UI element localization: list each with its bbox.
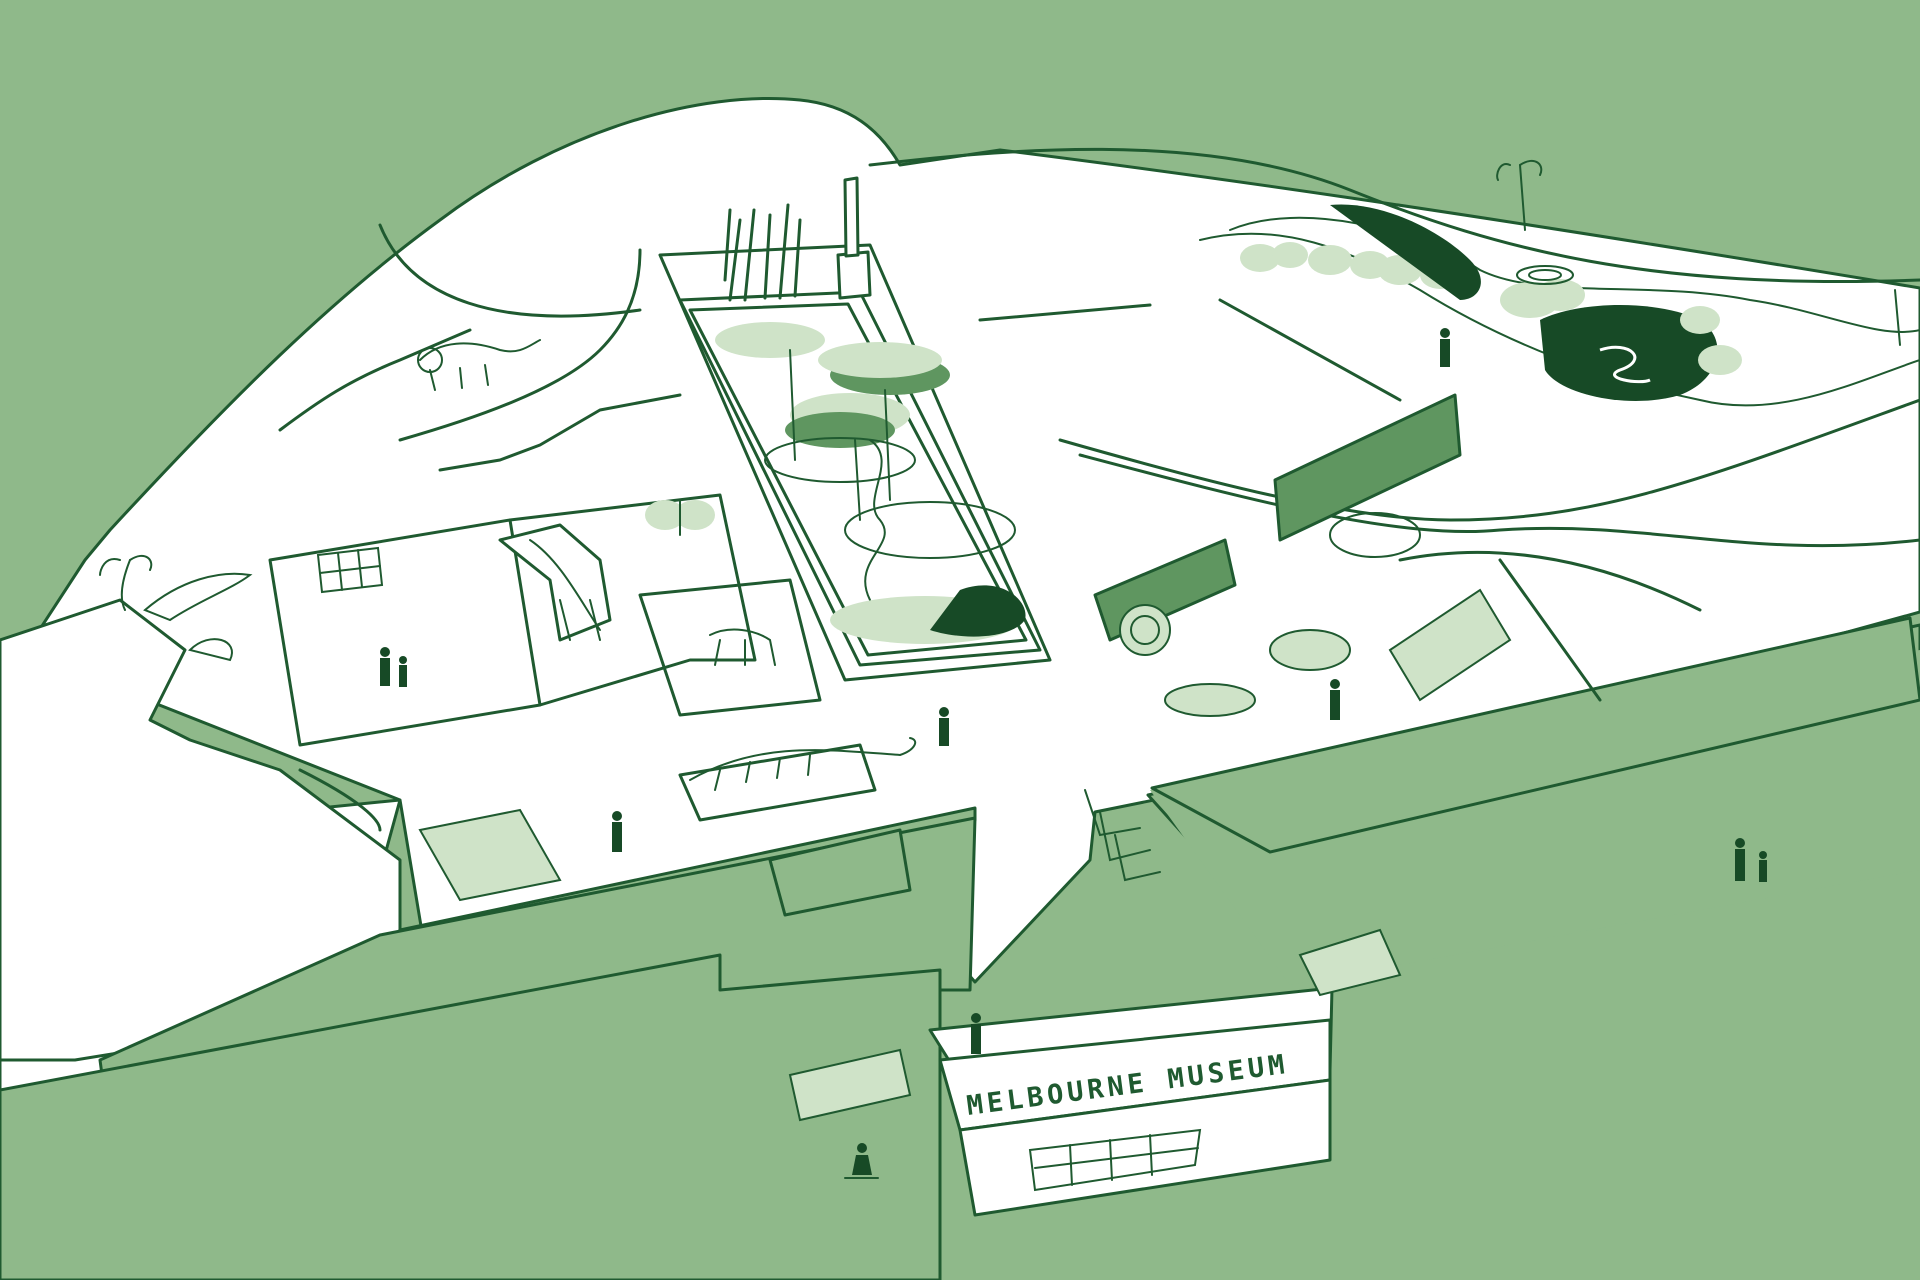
plesiosaur-skeleton-icon — [678, 737, 917, 822]
creek-rocks — [1240, 204, 1481, 300]
skateboarder-icon — [844, 1143, 879, 1179]
green-notch-centre — [768, 828, 912, 917]
pterosaur-icon — [143, 572, 253, 662]
triceratops-skeleton-icon — [417, 339, 541, 391]
palm-tree-icon — [99, 159, 1901, 611]
green-void-right — [1146, 616, 1920, 985]
dinosaur-galleries[interactable] — [268, 223, 822, 832]
ripple-icon — [1516, 265, 1574, 285]
rock-pool-icon — [830, 585, 1026, 644]
dinosaur-skeleton-icon — [498, 523, 612, 642]
butterfly-icon — [645, 499, 715, 536]
tree-canopy-icon — [715, 322, 950, 521]
grid-display-icon — [316, 546, 384, 594]
bamboo-poles — [723, 176, 872, 302]
arch-steps — [1084, 789, 1161, 882]
small-dinosaur-skeleton-icon — [709, 628, 776, 666]
pond-icon — [1500, 279, 1742, 401]
forest-gallery[interactable] — [658, 243, 1052, 682]
escalator-icon — [418, 588, 1512, 1122]
green-void-left-bottom — [0, 953, 942, 1280]
gateway-panels — [1093, 393, 1462, 656]
shield-artefacts — [1164, 512, 1421, 717]
person-icon — [380, 328, 1767, 1054]
entrance-pavilion[interactable]: MELBOURNE MUSEUM — [928, 986, 1334, 1217]
